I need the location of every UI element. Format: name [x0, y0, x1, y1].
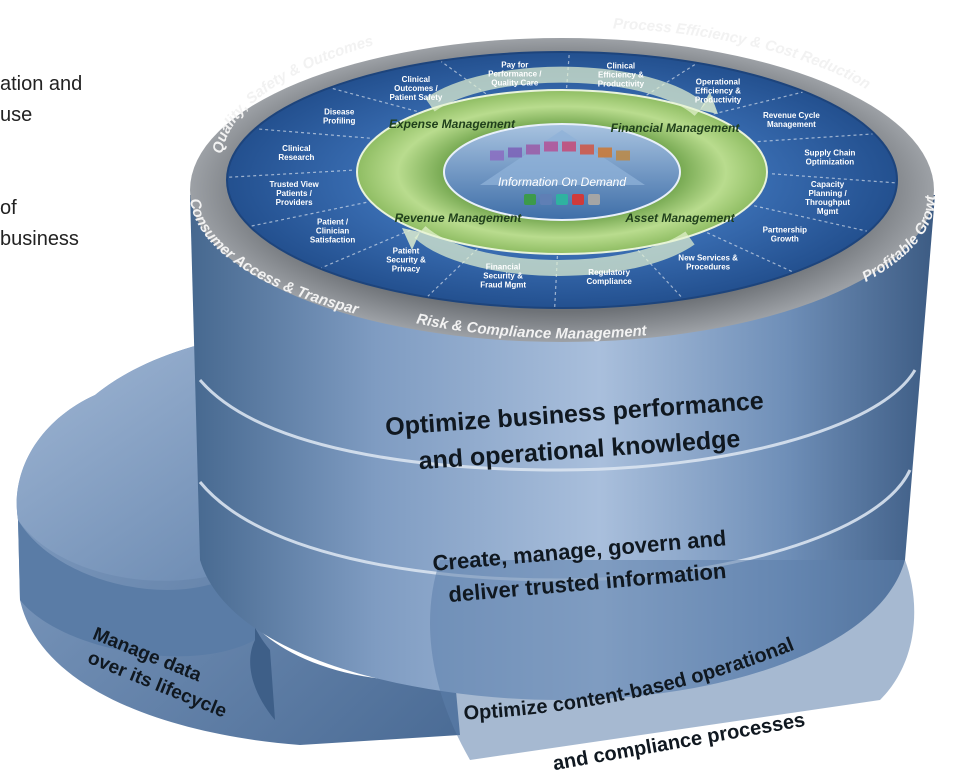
segment-divider — [706, 232, 793, 273]
inner-asset-management: Asset Management — [624, 211, 735, 225]
center-bar — [580, 144, 594, 155]
center-bar — [526, 144, 540, 155]
segment-divider — [637, 249, 684, 299]
segment-divider — [251, 201, 367, 227]
center-bar — [616, 150, 630, 161]
segment-divider — [321, 229, 411, 269]
segment-divider — [754, 205, 867, 232]
center-label: Information On Demand — [498, 175, 626, 189]
top-disk — [190, 38, 934, 342]
inner-financial-management: Financial Management — [611, 121, 741, 135]
segment-divider — [646, 63, 697, 96]
segment-divider — [771, 173, 895, 184]
center-cube — [588, 194, 600, 205]
center-bar — [508, 147, 522, 158]
clipped-text-3: of — [0, 197, 17, 219]
center-cube — [524, 194, 536, 205]
segment-divider — [229, 169, 353, 178]
center-cube — [540, 194, 552, 205]
center-cube — [572, 194, 584, 205]
segment-divider — [331, 87, 417, 112]
segment-label: New Services &Procedures — [678, 253, 738, 271]
center-bar — [544, 141, 558, 152]
center-cube — [556, 194, 568, 205]
center-bar — [562, 141, 576, 152]
segment-divider — [757, 133, 873, 143]
inner-revenue-management: Revenue Management — [395, 211, 523, 225]
clipped-text-2: use — [0, 104, 33, 126]
center-bar — [490, 150, 504, 161]
segment-divider — [257, 128, 370, 139]
clipped-text-4: business — [0, 228, 79, 250]
center-bar — [598, 147, 612, 158]
inner-expense-management: Expense Management — [389, 117, 516, 131]
clipped-text-1: ation and — [0, 73, 83, 95]
